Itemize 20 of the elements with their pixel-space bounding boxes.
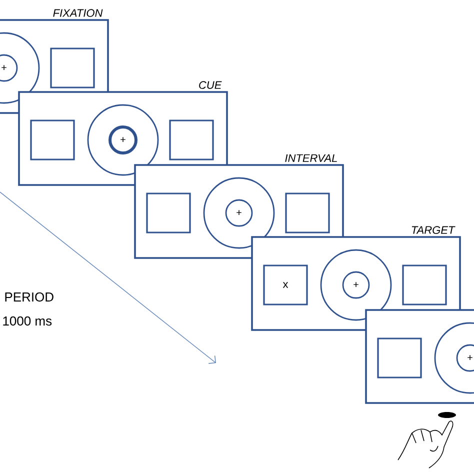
placeholder-box — [285, 192, 330, 234]
placeholder-box — [402, 264, 447, 306]
screen-heading: CUE — [199, 81, 222, 89]
ring — [320, 249, 392, 321]
screen-heading: TARGET — [412, 226, 456, 234]
ring — [87, 104, 159, 176]
screen-heading: FIXATION — [53, 9, 103, 17]
period-label: PERIOD — [5, 292, 54, 302]
placeholder-box — [377, 338, 422, 378]
duration-label: 1000 ms — [3, 316, 52, 326]
ring — [0, 32, 40, 104]
placeholder-box — [50, 48, 95, 88]
letter-box: x — [263, 264, 308, 306]
screen-heading: INTERVAL — [285, 154, 337, 162]
ring — [434, 322, 474, 394]
placeholder-box — [146, 192, 191, 234]
placeholder-box — [169, 120, 214, 160]
screen-frame — [365, 309, 474, 404]
placeholder-box — [30, 120, 75, 160]
ring — [203, 177, 275, 249]
